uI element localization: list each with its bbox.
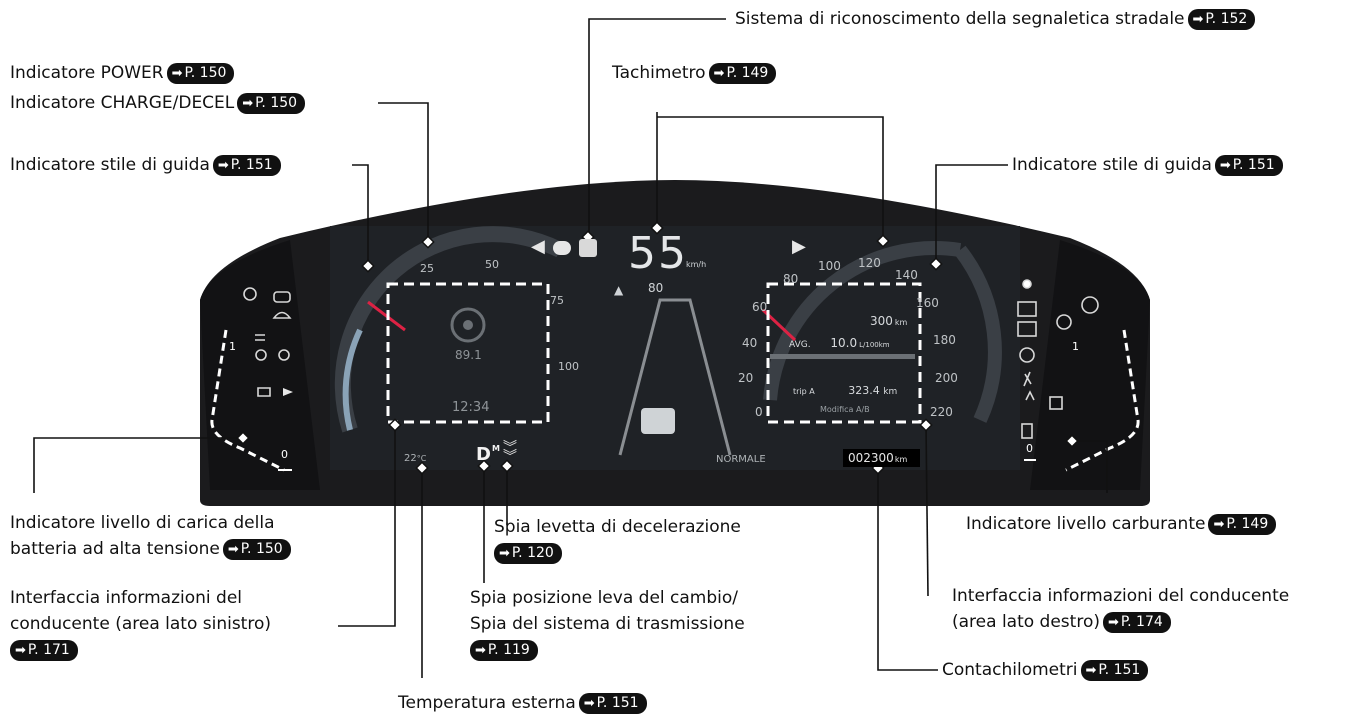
page-ref-driver-right[interactable]: ➡P. 174 (1102, 611, 1171, 633)
right-pod (1030, 240, 1150, 490)
callout-decel: Spia levetta di decelerazione ➡P. 120 (494, 514, 741, 566)
right-warning-lights (1017, 279, 1099, 439)
radio-icon (450, 307, 486, 343)
arrow-right-icon: ➡ (242, 95, 254, 111)
page-ref-temperature[interactable]: ➡P. 151 (578, 692, 647, 714)
callout-driver-right: Interfaccia informazioni del conducente … (952, 586, 1290, 633)
callout-battery: Indicatore livello di carica della batte… (10, 510, 291, 562)
callout-lines (33, 18, 1108, 678)
auto-brake-icon (1017, 321, 1037, 337)
arrow-right-icon: ➡ (713, 65, 725, 81)
callout-traffic-sign: Sistema di riconoscimento della segnalet… (735, 6, 1256, 32)
headlight-icon (255, 334, 265, 341)
page-ref-fuel[interactable]: ➡P. 149 (1208, 513, 1277, 535)
arrow-right-icon: ➡ (475, 642, 486, 658)
engine-icon (273, 291, 291, 303)
callout-odometer: Contachilometri➡P. 151 (942, 657, 1149, 683)
left-warning-lights (243, 287, 292, 397)
arrow-right-icon: ➡ (15, 642, 26, 658)
page-ref-battery[interactable]: ➡P. 150 (222, 538, 291, 560)
airbag-icon (1023, 371, 1032, 387)
callout-fuel: Indicatore livello carburante➡P. 149 (966, 511, 1277, 537)
page-ref-tachimetro[interactable]: ➡P. 149 (708, 62, 777, 84)
display-screen (330, 226, 1020, 470)
page-ref-decel[interactable]: ➡P. 120 (494, 542, 562, 564)
arrow-right-icon: ➡ (1219, 157, 1231, 173)
charge-arc (342, 328, 363, 431)
page-ref-traffic-sign[interactable]: ➡P. 152 (1187, 8, 1256, 30)
battery-level-gauge (210, 329, 285, 472)
callout-tachimetro: Tachimetro➡P. 149 (612, 60, 777, 86)
arrow-right-icon: ➡ (583, 695, 595, 711)
arrow-right-icon: ➡ (499, 545, 510, 561)
page-ref-driver-left[interactable]: ➡P. 171 (10, 639, 78, 661)
fuel-icon (1021, 423, 1033, 439)
left-pod (200, 240, 320, 490)
arrow-right-icon: ➡ (1107, 614, 1119, 630)
callout-style-right: Indicatore stile di guida➡P. 151 (1012, 152, 1283, 178)
callout-style-left: Indicatore stile di guida➡P. 151 (10, 152, 281, 178)
speedo-arc-right (954, 245, 1002, 423)
lane-lines (618, 298, 732, 456)
brake-hold-icon (1017, 301, 1037, 317)
arrow-right-icon: ➡ (1085, 662, 1097, 678)
page-ref-power[interactable]: ➡P. 150 (166, 62, 235, 84)
seatbelt-icon (1025, 390, 1035, 401)
arrow-right-icon: ➡ (1192, 11, 1204, 27)
page-ref-charge[interactable]: ➡P. 150 (237, 92, 306, 114)
arrow-right-icon: ➡ (217, 157, 229, 173)
lead-car-icon (641, 408, 675, 434)
arrow-right-icon: ➡ (1213, 516, 1225, 532)
high-beam-icon (283, 388, 293, 396)
callout-temperature: Temperatura esterna➡P. 151 (398, 690, 647, 716)
callout-gear: Spia posizione leva del cambio/ Spia del… (470, 585, 745, 663)
power-gauge-arc (334, 226, 564, 433)
arrow-right-icon: ➡ (227, 541, 239, 557)
fuel-level-gauge (1065, 329, 1140, 472)
page-ref-odometer[interactable]: ➡P. 151 (1080, 659, 1149, 681)
callout-power: Indicatore POWER➡P. 150 (10, 60, 235, 86)
page-ref-gear[interactable]: ➡P. 119 (470, 639, 538, 661)
page-ref-style-left[interactable]: ➡P. 151 (212, 154, 281, 176)
driver-info-left-box (386, 282, 550, 424)
callout-charge: Indicatore CHARGE/DECEL➡P. 150 (10, 90, 306, 116)
abs-icon (1081, 296, 1099, 314)
powertrain-icon (272, 311, 292, 319)
door-icon (1049, 396, 1063, 410)
tpms-icon (243, 287, 257, 301)
page-ref-style-right[interactable]: ➡P. 151 (1214, 154, 1283, 176)
info-bar (770, 354, 915, 359)
callout-driver-left: Interfaccia informazioni del conducente … (10, 585, 271, 663)
arrow-right-icon: ➡ (171, 65, 183, 81)
